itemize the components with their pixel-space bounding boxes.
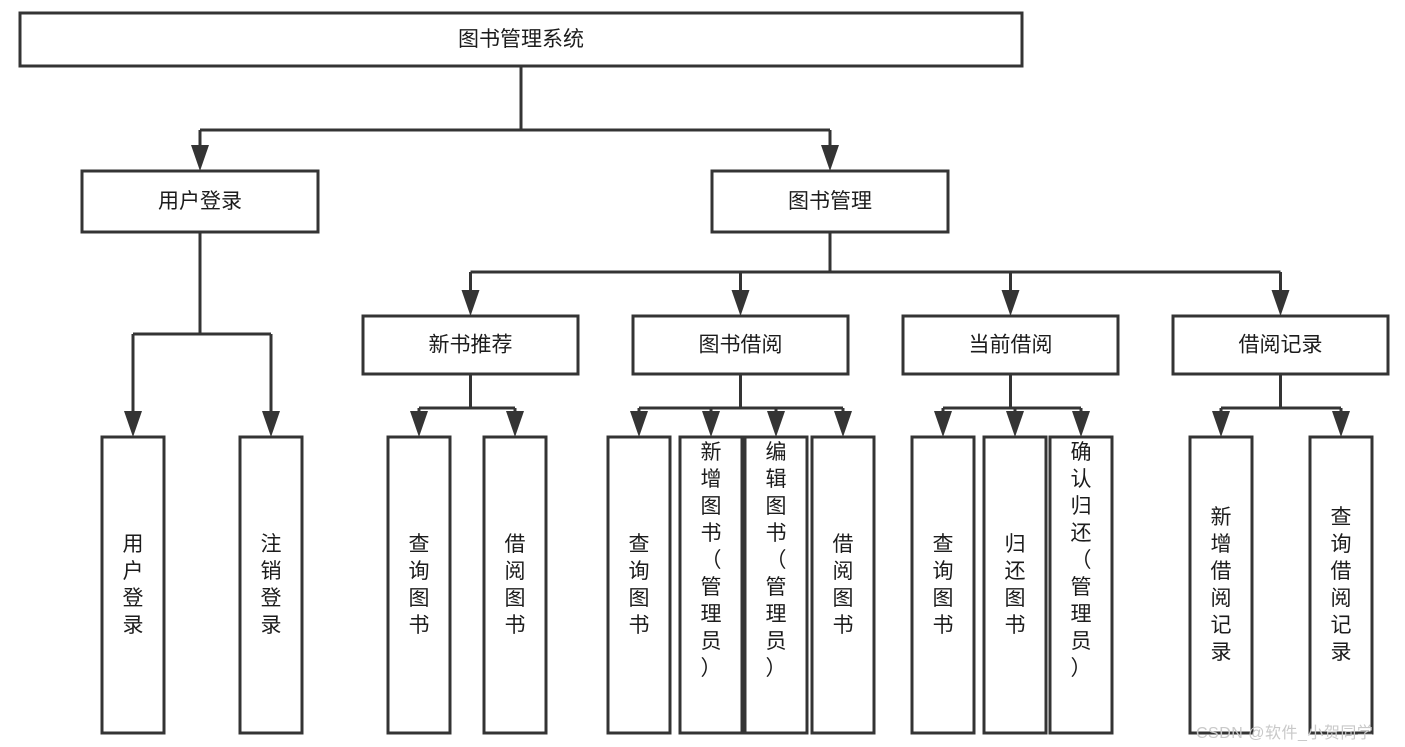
arrow-head-icon bbox=[410, 411, 428, 437]
node-leaf-return-book[interactable]: 归还图书 bbox=[982, 435, 1048, 735]
node-leaf-add-book-admin[interactable]: 新增图书（管理员） bbox=[678, 435, 744, 735]
node-book-borrow[interactable]: 图书借阅 bbox=[631, 314, 850, 376]
node-leaf-user-login[interactable]: 用户登录 bbox=[100, 435, 166, 735]
node-label: 确认归还（管理员） bbox=[1071, 441, 1092, 680]
node-label: 借阅图书 bbox=[505, 533, 526, 637]
arrow-head-icon bbox=[767, 411, 785, 437]
node-box bbox=[80, 169, 320, 234]
arrow-head-icon bbox=[934, 411, 952, 437]
node-box bbox=[1048, 435, 1114, 735]
node-box bbox=[743, 435, 809, 735]
arrow-head-icon bbox=[262, 411, 280, 437]
node-undefined[interactable]: 图书管理系统 bbox=[18, 11, 1024, 68]
node-leaf-query-borrow-record[interactable]: 查询借阅记录 bbox=[1308, 435, 1374, 735]
node-label: 图书借阅 bbox=[699, 334, 783, 357]
arrow-head-icon bbox=[461, 290, 480, 316]
node-box bbox=[18, 11, 1024, 68]
node-box bbox=[982, 435, 1048, 735]
node-book-management[interactable]: 图书管理 bbox=[710, 169, 950, 234]
node-leaf-edit-book-admin[interactable]: 编辑图书（管理员） bbox=[743, 435, 809, 735]
node-label: 图书管理 bbox=[788, 190, 872, 213]
node-label: 图书管理系统 bbox=[458, 28, 584, 51]
node-box bbox=[631, 314, 850, 376]
node-current-borrow[interactable]: 当前借阅 bbox=[901, 314, 1120, 376]
node-box bbox=[361, 314, 580, 376]
arrow-head-icon bbox=[702, 411, 720, 437]
node-label: 借阅图书 bbox=[833, 533, 854, 637]
node-box bbox=[901, 314, 1120, 376]
node-leaf-borrow-book-1[interactable]: 借阅图书 bbox=[482, 435, 548, 735]
node-leaf-confirm-return-admin[interactable]: 确认归还（管理员） bbox=[1048, 435, 1114, 735]
node-label: 注销登录 bbox=[261, 533, 282, 637]
node-layer: 图书管理系统用户登录图书管理新书推荐图书借阅当前借阅借阅记录用户登录注销登录查询… bbox=[18, 11, 1390, 735]
node-label: 编辑图书（管理员） bbox=[766, 441, 787, 680]
node-box bbox=[1188, 435, 1254, 735]
node-label: 查询图书 bbox=[629, 533, 650, 637]
node-box bbox=[386, 435, 452, 735]
node-label: 新书推荐 bbox=[429, 334, 513, 357]
node-label: 用户登录 bbox=[158, 190, 242, 213]
node-leaf-query-book-1[interactable]: 查询图书 bbox=[386, 435, 452, 735]
arrow-head-icon bbox=[1072, 411, 1090, 437]
node-label: 查询图书 bbox=[409, 533, 430, 637]
connector-layer bbox=[124, 66, 1350, 437]
node-leaf-query-book-3[interactable]: 查询图书 bbox=[910, 435, 976, 735]
node-label: 借阅记录 bbox=[1239, 334, 1323, 357]
node-label: 新增借阅记录 bbox=[1211, 506, 1232, 664]
node-box bbox=[810, 435, 876, 735]
node-box bbox=[1308, 435, 1374, 735]
node-label: 当前借阅 bbox=[969, 334, 1053, 357]
node-leaf-borrow-book-2[interactable]: 借阅图书 bbox=[810, 435, 876, 735]
arrow-head-icon bbox=[124, 411, 142, 437]
node-box bbox=[710, 169, 950, 234]
node-box bbox=[238, 435, 304, 735]
node-box bbox=[910, 435, 976, 735]
arrow-head-icon bbox=[1006, 411, 1024, 437]
node-label: 新增图书（管理员） bbox=[701, 441, 722, 680]
node-box bbox=[678, 435, 744, 735]
arrow-head-icon bbox=[834, 411, 852, 437]
arrow-head-icon bbox=[1001, 290, 1020, 316]
node-label: 归还图书 bbox=[1005, 533, 1026, 637]
node-leaf-query-book-2[interactable]: 查询图书 bbox=[606, 435, 672, 735]
arrow-head-icon bbox=[506, 411, 524, 437]
arrow-head-icon bbox=[1212, 411, 1230, 437]
arrow-head-icon bbox=[731, 290, 750, 316]
arrow-head-icon bbox=[1332, 411, 1350, 437]
arrow-head-icon bbox=[630, 411, 648, 437]
arrow-head-icon bbox=[191, 145, 209, 171]
arrow-head-icon bbox=[1271, 290, 1290, 316]
node-label: 查询图书 bbox=[933, 533, 954, 637]
node-leaf-logout-login[interactable]: 注销登录 bbox=[238, 435, 304, 735]
node-label: 用户登录 bbox=[123, 533, 144, 637]
arrow-head-icon bbox=[821, 145, 839, 171]
node-box bbox=[1171, 314, 1390, 376]
node-box bbox=[606, 435, 672, 735]
node-leaf-add-borrow-record[interactable]: 新增借阅记录 bbox=[1188, 435, 1254, 735]
node-label: 查询借阅记录 bbox=[1331, 506, 1352, 664]
node-borrow-record[interactable]: 借阅记录 bbox=[1171, 314, 1390, 376]
node-box bbox=[100, 435, 166, 735]
node-new-book-recommend[interactable]: 新书推荐 bbox=[361, 314, 580, 376]
node-box bbox=[482, 435, 548, 735]
node-user-login[interactable]: 用户登录 bbox=[80, 169, 320, 234]
csdn-watermark: CSDN @软件_小贺同学 bbox=[1196, 725, 1374, 742]
